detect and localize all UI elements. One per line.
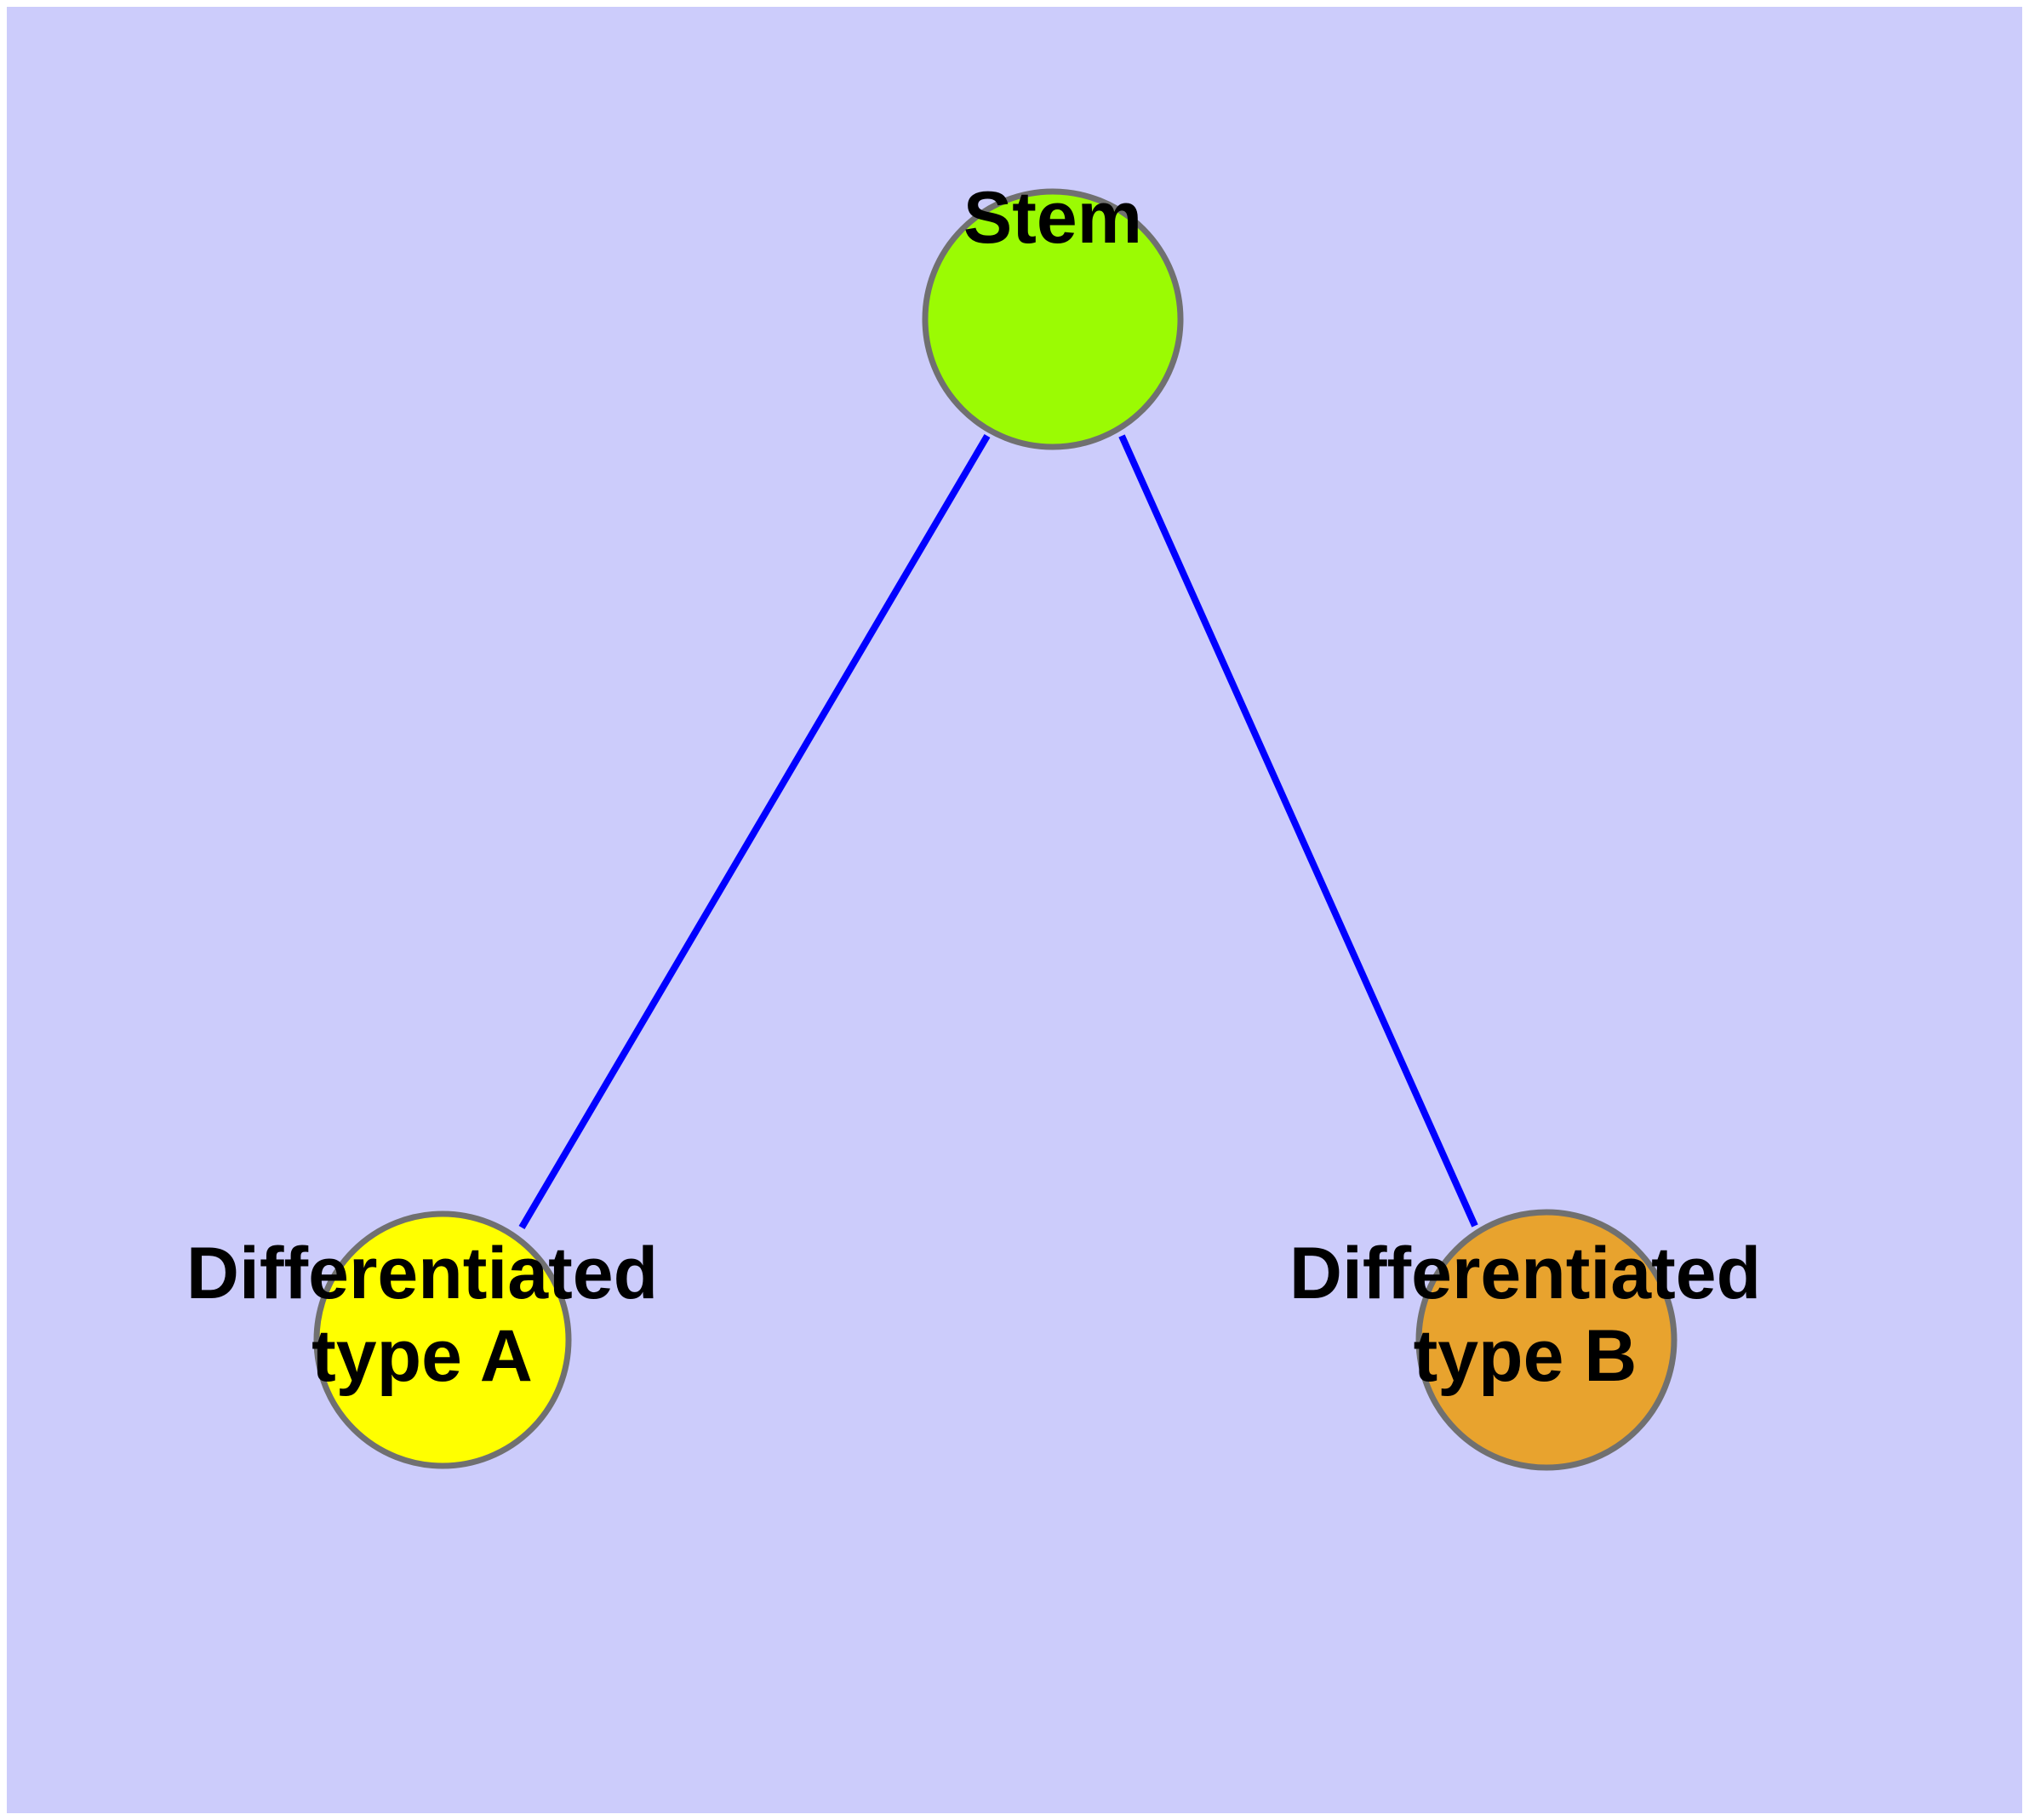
node-label-line: type A: [311, 1315, 533, 1397]
node-label-line: Differentiated: [186, 1233, 658, 1314]
edge-stem-to-type-a[interactable]: [518, 433, 991, 1230]
node-diff-type-a[interactable]: [313, 1210, 572, 1469]
node-label-stem: Stem: [963, 177, 1142, 259]
node-label-line: Differentiated: [1289, 1233, 1761, 1314]
node-label-line: type B: [1414, 1315, 1637, 1397]
node-stem[interactable]: [922, 188, 1184, 450]
edges-layer: [518, 433, 1478, 1230]
edge-stem-to-type-b[interactable]: [1118, 434, 1478, 1228]
nodes-layer: [313, 188, 1677, 1471]
node-diff-type-b[interactable]: [1415, 1209, 1677, 1471]
node-label-line: Stem: [963, 177, 1142, 259]
